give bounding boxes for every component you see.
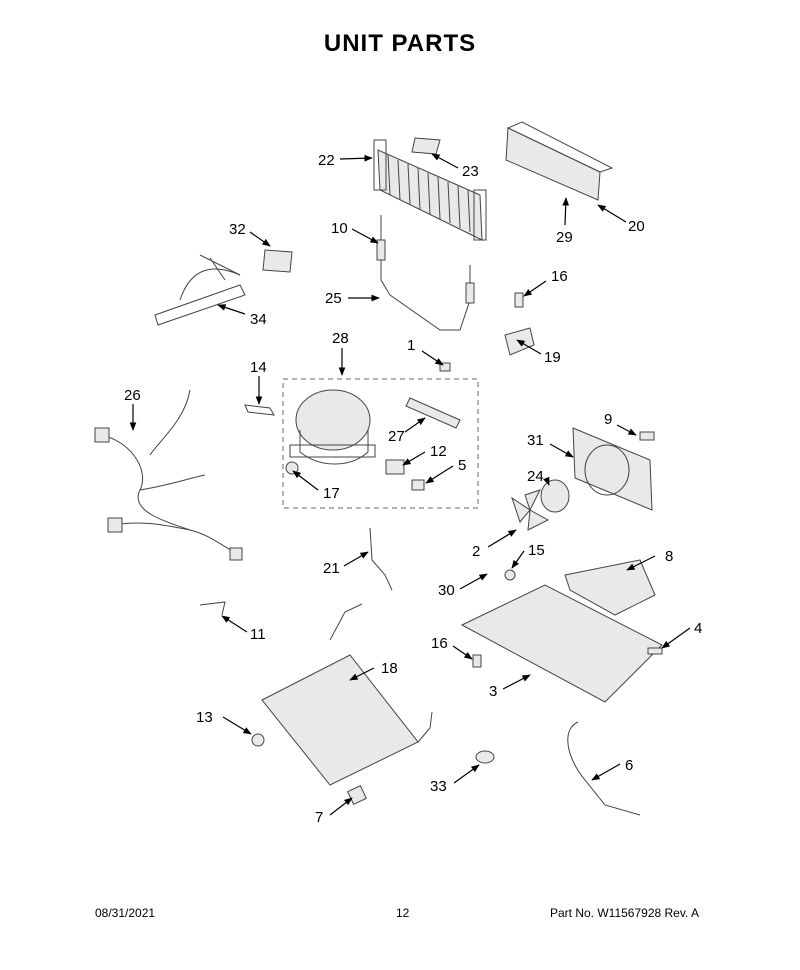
callout-3: 3	[489, 683, 497, 700]
callout-17: 17	[323, 485, 340, 502]
grommet-small	[504, 569, 516, 581]
compressor	[285, 389, 376, 475]
callout-9: 9	[604, 411, 612, 428]
callout-labels: 22 23 20 29 32 10 25 34 16 19 28 1 14 26…	[124, 152, 702, 826]
callout-32: 32	[229, 221, 246, 238]
callout-2: 2	[472, 543, 480, 560]
relay-overload	[385, 459, 425, 491]
defrost-sensor	[475, 750, 495, 764]
callout-5: 5	[458, 457, 466, 474]
callout-16b: 16	[431, 635, 448, 652]
callout-29: 29	[556, 229, 573, 246]
wire-loop	[567, 721, 641, 816]
callout-16a: 16	[551, 268, 568, 285]
drier	[405, 397, 461, 429]
callout-12: 12	[430, 443, 447, 460]
clip	[244, 404, 275, 416]
drain-tube	[369, 527, 393, 591]
callout-10: 10	[331, 220, 348, 237]
fan-shroud	[572, 427, 653, 511]
screw	[439, 362, 451, 372]
fan-blade	[511, 489, 550, 531]
plug	[347, 785, 367, 805]
tape-pad	[411, 137, 441, 155]
callout-23: 23	[462, 163, 479, 180]
insulation-pad	[262, 249, 293, 273]
motor-bracket-tray	[564, 559, 656, 616]
callout-27: 27	[388, 428, 405, 445]
callout-34: 34	[250, 311, 267, 328]
footer-part-number: Part No. W11567928 Rev. A	[550, 906, 699, 920]
callout-15: 15	[528, 542, 545, 559]
screw-lower	[472, 654, 482, 668]
evaporator-coil	[261, 603, 433, 786]
callout-25: 25	[325, 290, 342, 307]
callout-8: 8	[665, 548, 673, 565]
callout-26: 26	[124, 387, 141, 404]
callout-19: 19	[544, 349, 561, 366]
callout-30: 30	[438, 582, 455, 599]
condenser-tubing	[376, 215, 475, 331]
callout-18: 18	[381, 660, 398, 677]
callout-28: 28	[332, 330, 349, 347]
callout-14: 14	[250, 359, 267, 376]
condenser-coil	[373, 139, 487, 241]
footer-date: 08/31/2021	[95, 906, 156, 920]
callout-arrows	[129, 153, 691, 816]
fan-motor	[540, 479, 570, 513]
wire-harness-small	[154, 254, 246, 326]
callout-33: 33	[430, 778, 447, 795]
page-title: UNIT PARTS	[323, 30, 477, 57]
heater-clip	[251, 733, 265, 747]
callout-1: 1	[407, 337, 415, 354]
callout-4: 4	[694, 620, 702, 637]
mounting-screw	[647, 647, 663, 655]
callout-7: 7	[315, 809, 323, 826]
callout-21: 21	[323, 560, 340, 577]
wire-harness-main	[94, 389, 243, 561]
wire-clip	[199, 601, 226, 616]
callout-6: 6	[625, 757, 633, 774]
callout-31: 31	[527, 432, 544, 449]
callout-20: 20	[628, 218, 645, 235]
callout-22: 22	[318, 152, 335, 169]
callout-24: 24	[527, 468, 544, 485]
bracket-screw	[504, 292, 535, 356]
callout-11: 11	[250, 626, 266, 643]
grommet	[639, 431, 655, 441]
condenser-cover	[505, 121, 614, 201]
footer-page-number: 12	[396, 906, 410, 920]
callout-13: 13	[196, 709, 213, 726]
